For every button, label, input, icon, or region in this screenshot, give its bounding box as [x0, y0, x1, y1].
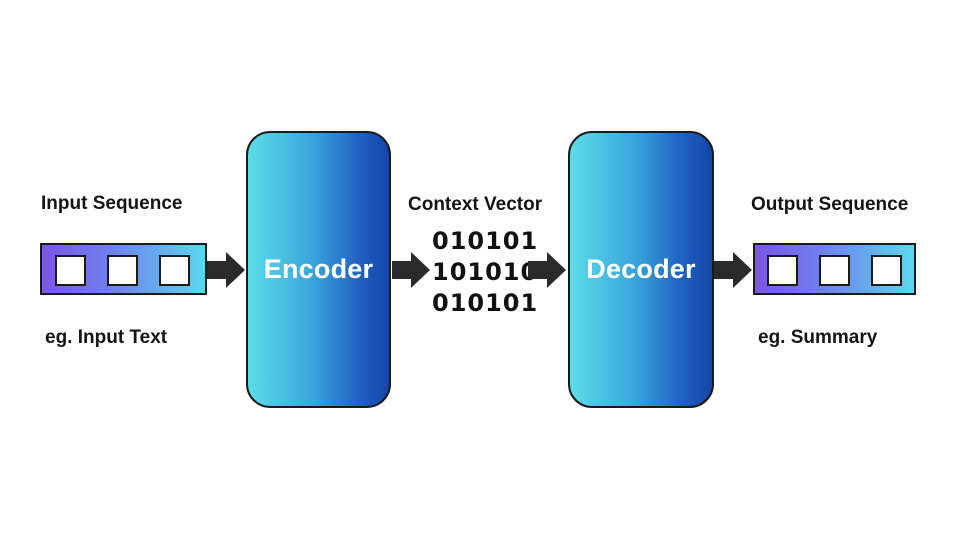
input-example-label: eg. Input Text — [45, 327, 168, 348]
output-example-label: eg. Summary — [758, 327, 878, 348]
input-sequence-box — [40, 243, 207, 295]
output-sequence-title: Output Sequence — [751, 194, 909, 215]
input-token-cell — [107, 255, 138, 286]
encoder-block: Encoder — [246, 131, 391, 408]
context-bits-row: 101010 — [432, 258, 539, 286]
input-token-cell — [159, 255, 190, 286]
arrow-right-icon — [392, 252, 430, 288]
encoder-label: Encoder — [263, 254, 374, 284]
context-bits-row: 010101 — [432, 227, 539, 255]
output-token-cell — [819, 255, 850, 286]
output-sequence-box — [753, 243, 916, 295]
arrow-right-icon — [528, 252, 566, 288]
input-sequence-title: Input Sequence — [41, 193, 183, 214]
decoder-label: Decoder — [586, 254, 696, 284]
output-token-cell — [767, 255, 798, 286]
context-vector-title: Context Vector — [408, 194, 543, 215]
input-token-cell — [55, 255, 86, 286]
output-token-cell — [871, 255, 902, 286]
arrow-right-icon — [714, 252, 752, 288]
arrow-right-icon — [207, 252, 245, 288]
context-vector-bits: 010101 101010 010101 — [432, 226, 538, 319]
decoder-block: Decoder — [568, 131, 714, 408]
context-bits-row: 010101 — [432, 289, 539, 317]
